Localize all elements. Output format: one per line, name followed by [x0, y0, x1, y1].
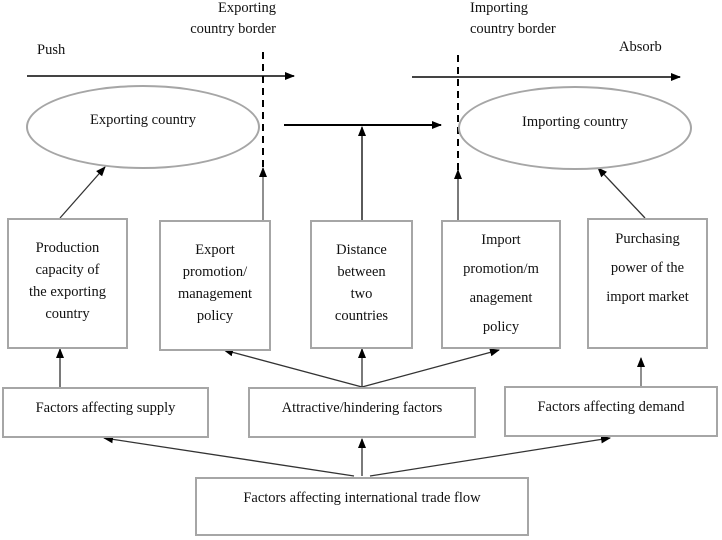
demand-factors-label: Factors affecting demand: [537, 399, 685, 415]
export-policy-box: Export promotion/ management policy: [159, 220, 271, 351]
production-to-exporting-arrow: [59, 166, 106, 219]
purchasing-power-box: Purchasing power of the import market: [587, 218, 708, 349]
purchasing-to-importing-arrow: [597, 167, 646, 219]
purchasing-line-3: import market: [606, 289, 689, 305]
importing-country-label: Importing country: [522, 113, 628, 130]
root-to-demand-arrow: [369, 435, 611, 477]
export-policy-line-1: Export: [195, 242, 235, 258]
distance-line-4: countries: [334, 308, 389, 324]
trade-flow-factors-label: Factors affecting international trade fl…: [243, 490, 481, 506]
production-capacity-box: Production capacity of the exporting cou…: [7, 218, 128, 349]
demand-factors-box: Factors affecting demand: [504, 386, 718, 437]
attractive-factors-label: Attractive/hindering factors: [281, 400, 443, 416]
attractive-to-import-policy-arrow: [361, 348, 500, 388]
exporting-border-label-line2: country border: [190, 21, 276, 37]
push-label: Push: [37, 42, 66, 58]
purchasing-line-1: Purchasing: [615, 231, 680, 247]
attractive-to-export-policy-arrow: [223, 348, 363, 388]
production-line-4: country: [45, 306, 90, 322]
importing-border-label-line1: Importing: [470, 0, 528, 16]
importing-border-label-line2: country border: [470, 21, 556, 37]
attractive-factors-box: Attractive/hindering factors: [248, 387, 476, 438]
import-policy-line-2: promotion/m: [463, 261, 539, 277]
importing-country-node: Importing country: [458, 86, 692, 170]
import-policy-line-4: policy: [482, 319, 520, 335]
exporting-country-label: Exporting country: [90, 111, 196, 128]
distance-line-1: Distance: [336, 242, 387, 258]
export-policy-line-2: promotion/: [182, 264, 248, 280]
distance-box: Distance between two countries: [310, 220, 413, 349]
supply-factors-box: Factors affecting supply: [2, 387, 209, 438]
exporting-border-label-line1: Exporting: [218, 0, 276, 16]
exporting-country-node: Exporting country: [26, 85, 260, 169]
absorb-label: Absorb: [619, 39, 662, 55]
production-line-3: the exporting: [29, 284, 106, 300]
purchasing-line-2: power of the: [610, 260, 685, 276]
trade-flow-factors-box: Factors affecting international trade fl…: [195, 477, 529, 536]
export-policy-line-4: policy: [196, 308, 234, 324]
import-policy-line-3: anagement: [469, 290, 533, 306]
distance-line-2: between: [337, 264, 386, 280]
export-policy-line-3: management: [177, 286, 253, 302]
root-to-supply-arrow: [103, 435, 355, 477]
production-line-1: Production: [35, 240, 100, 256]
distance-line-3: two: [350, 286, 373, 302]
import-policy-line-1: Import: [481, 232, 521, 248]
supply-factors-label: Factors affecting supply: [35, 400, 176, 416]
import-policy-box: Import promotion/m anagement policy: [441, 220, 561, 349]
production-line-2: capacity of: [35, 262, 100, 278]
